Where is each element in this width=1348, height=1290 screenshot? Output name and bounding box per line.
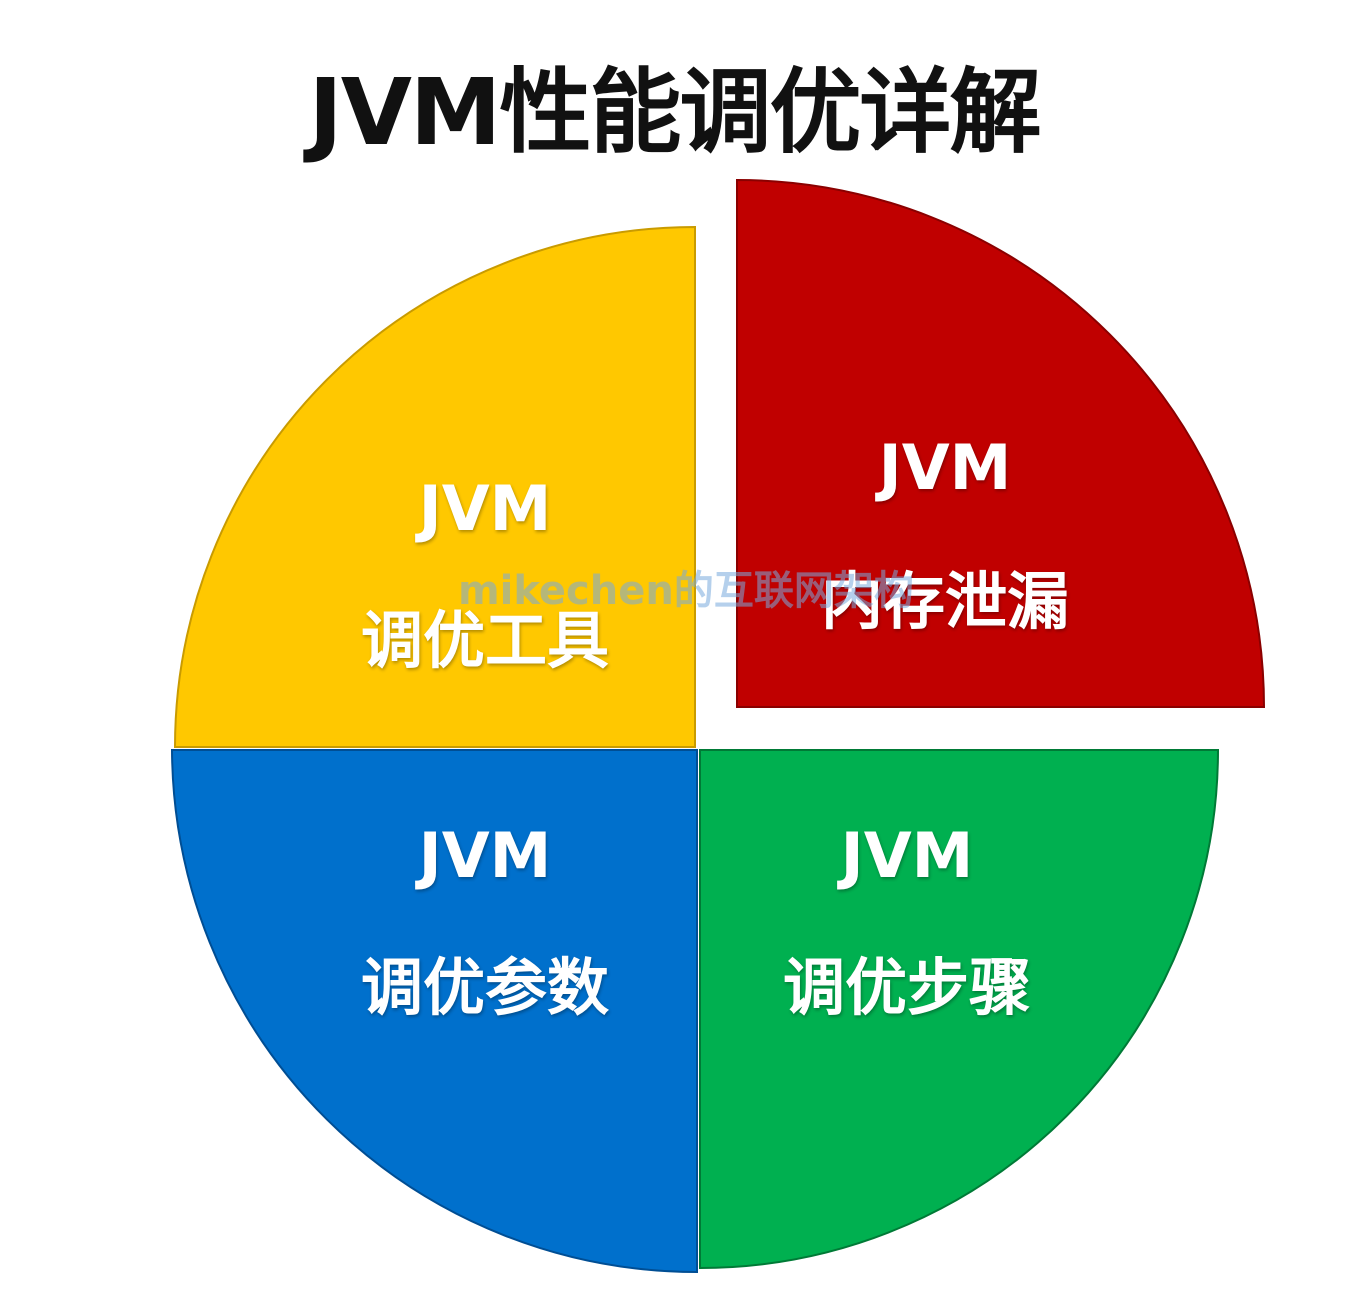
segment-params <box>170 749 698 1274</box>
label-line1: JVM <box>418 472 552 545</box>
label-line1: JVM <box>840 819 974 892</box>
diagram-title: JVM性能调优详解 <box>308 59 1042 166</box>
label-memory-leak: JVM 内存泄漏 <box>790 437 1100 633</box>
label-line1: JVM <box>418 819 552 892</box>
segment-steps <box>699 749 1220 1270</box>
label-steps: JVM 调优步骤 <box>752 825 1062 1019</box>
label-line2: 内存泄漏 <box>820 565 1069 638</box>
segment-memory-leak <box>736 178 1266 708</box>
label-params: JVM 调优参数 <box>330 825 640 1019</box>
label-tools: JVM 调优工具 <box>330 478 640 672</box>
segment-tools <box>173 225 696 748</box>
label-line2: 调优步骤 <box>782 951 1031 1024</box>
label-line2: 调优参数 <box>360 951 609 1024</box>
label-line2: 调优工具 <box>360 604 609 677</box>
label-line1: JVM <box>878 431 1012 504</box>
watermark: mikechen的互联网架构 <box>458 568 914 614</box>
